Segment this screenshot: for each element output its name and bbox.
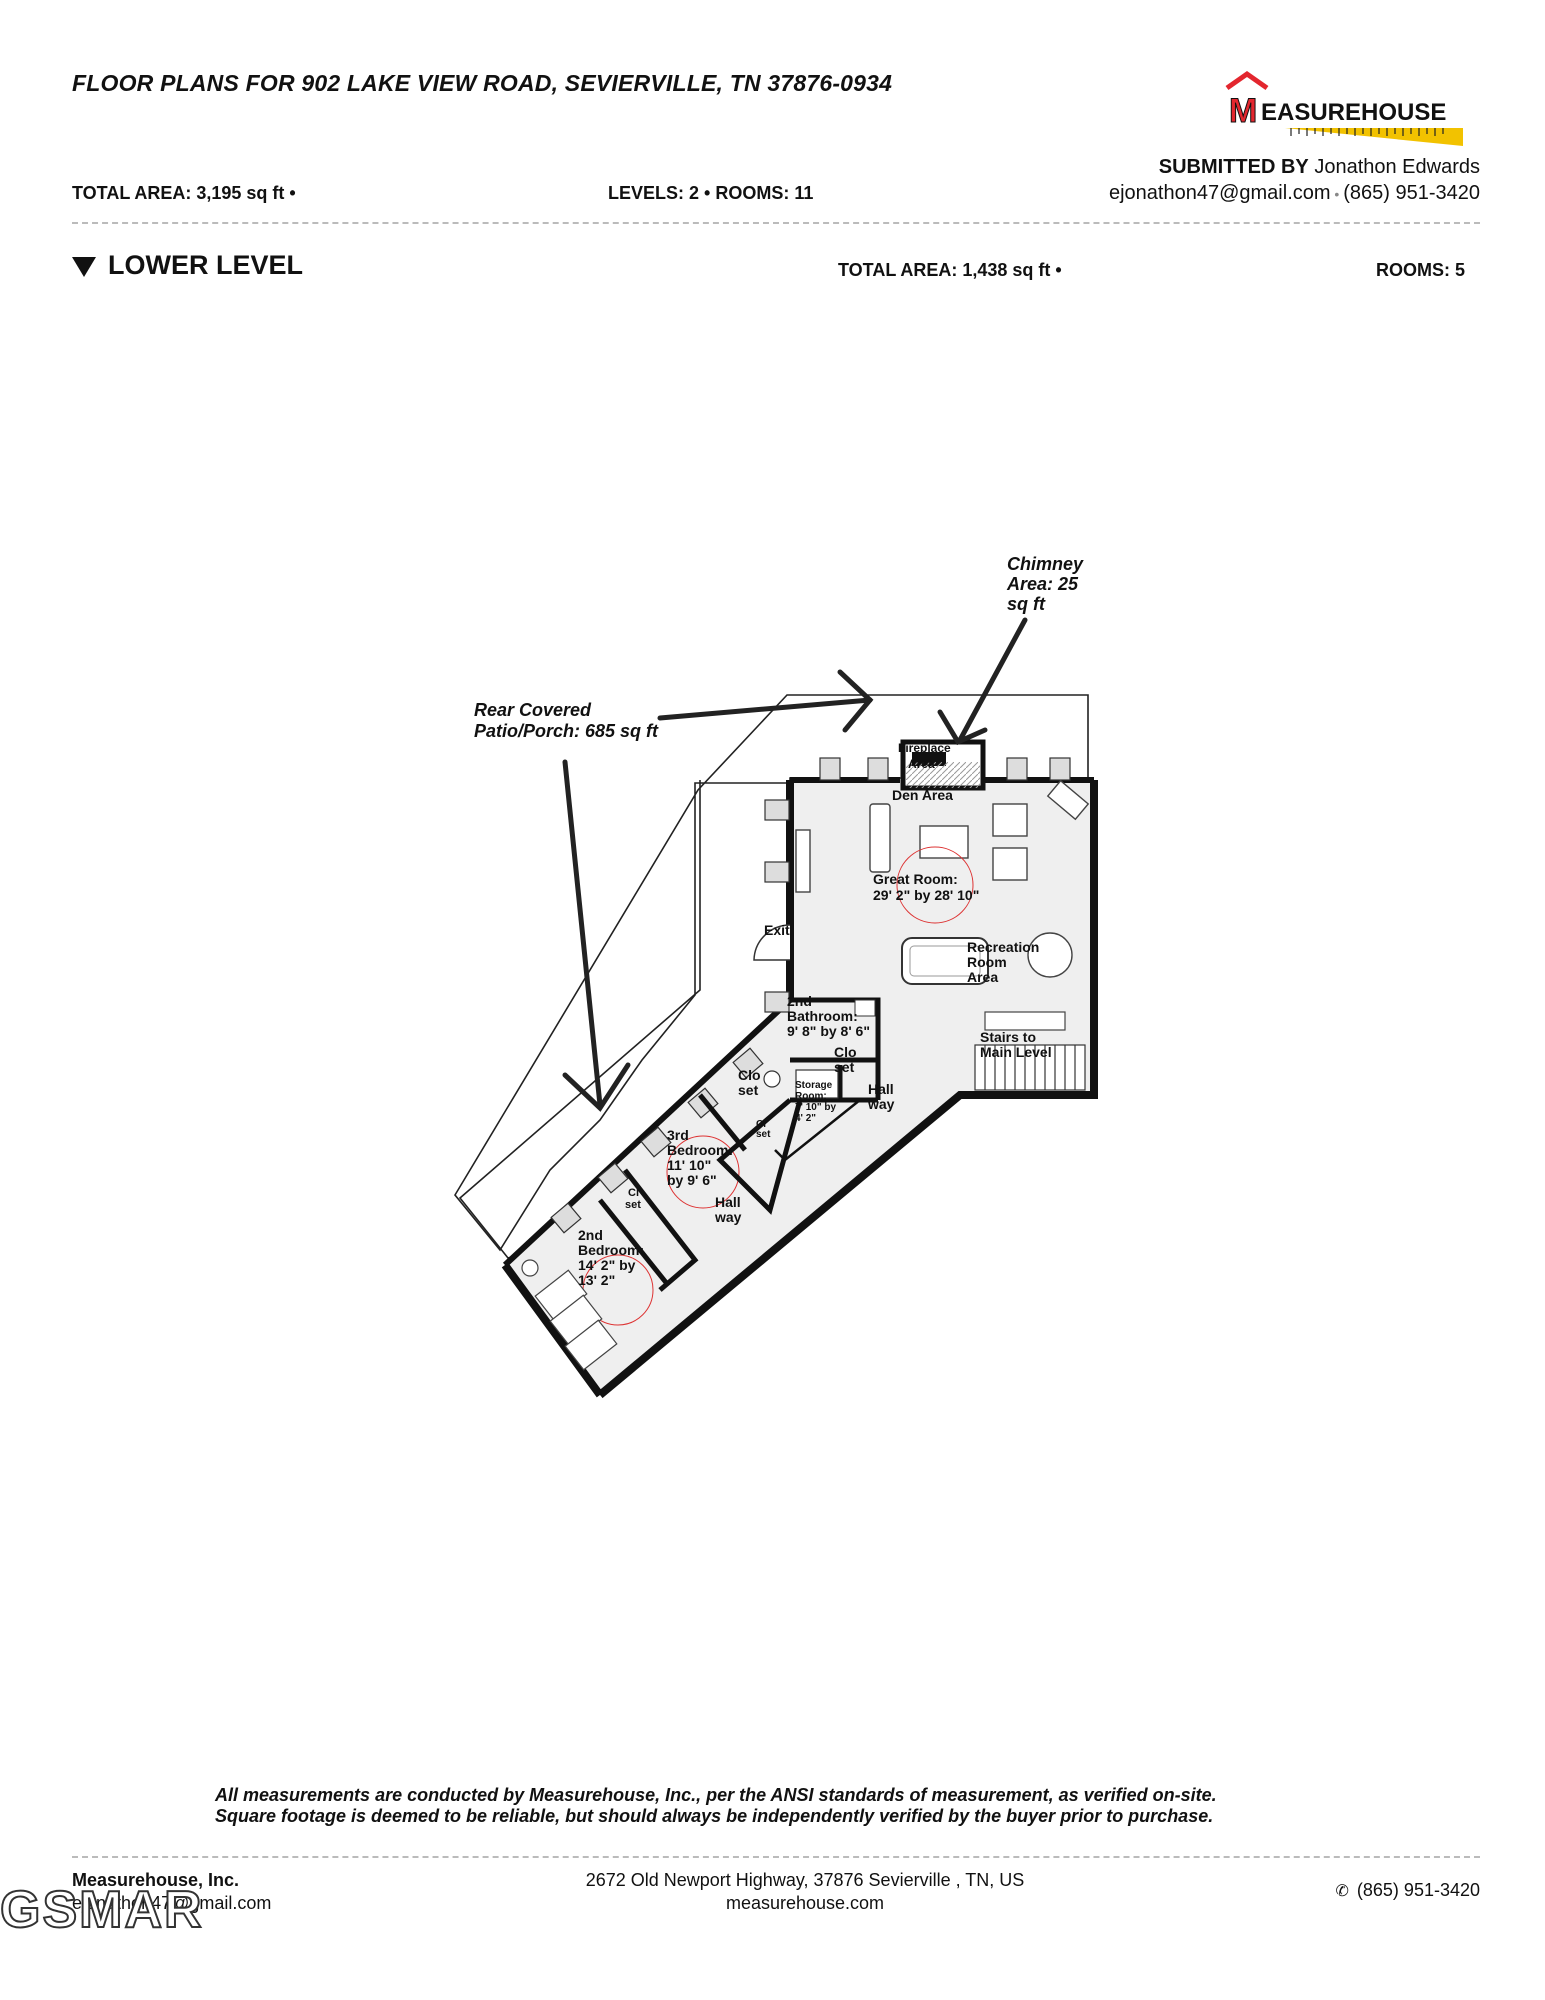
closet-b-label-2: set [625, 1199, 641, 1211]
bathroom-dimensions: 9' 8" by 8' 6" [787, 1023, 870, 1039]
recreation-label-2: Room [967, 954, 1007, 970]
logo-wordmark: EASUREHOUSE [1261, 99, 1446, 126]
submitted-label: SUBMITTED BY [1158, 156, 1309, 178]
room-markers [582, 846, 974, 1326]
measurehouse-logo: M EASUREHOUSE [1225, 70, 1475, 150]
submitter-name: Jonathon Edwards [1314, 156, 1480, 178]
submitter-phone[interactable]: (865) 951-3420 [1343, 182, 1480, 204]
submitter-email[interactable]: ejonathon47@gmail.com [1108, 182, 1331, 204]
storage-label-2: Room: [795, 1091, 827, 1102]
bedroom-2-dimensions-2: 13' 2" [578, 1272, 615, 1288]
fireplace-label: Fireplace [898, 741, 951, 755]
disclaimer-line-2: Square footage is deemed to be reliable,… [215, 1806, 1214, 1826]
recreation-label-3: Area [967, 969, 998, 985]
header-divider [72, 222, 1480, 224]
bedroom-3-dimensions-1: 11' 10" [667, 1157, 711, 1173]
bedroom-2-label-2: Bedroom: [578, 1242, 644, 1258]
hallway-1-label-1: Hall [868, 1081, 894, 1097]
page-title: FLOOR PLANS FOR 902 LAKE VIEW ROAD, SEVI… [72, 70, 893, 96]
footer-company: Measurehouse, Inc. [72, 1870, 240, 1890]
exit-door [753, 924, 791, 961]
patio-label-2: Patio/Porch: 685 sq ft [474, 721, 659, 741]
toilet-icon [763, 1070, 781, 1088]
stairs-label-1: Stairs to [980, 1029, 1036, 1045]
bedroom-2-dimensions-1: 14' 2" by [578, 1257, 636, 1273]
closet-label-1: Clo [738, 1067, 761, 1083]
fireplace-area-label: Area [908, 757, 935, 771]
storage-label-4: 4' 2" [795, 1113, 816, 1124]
recreation-label-1: Recreation [967, 939, 1039, 955]
exit-label: Exit [764, 922, 790, 938]
closet-a-label-2: set [834, 1059, 855, 1075]
exterior-wall [501, 780, 1098, 1399]
stairs-label-2: Main Level [980, 1044, 1052, 1060]
phone-icon: ✆ [1335, 1883, 1349, 1900]
submitted-by: SUBMITTED BY Jonathon Edwards [1159, 156, 1480, 179]
disclaimer: All measurements are conducted by Measur… [215, 1785, 1415, 1827]
patio-label-1: Rear Covered [474, 700, 592, 720]
den-furniture [795, 779, 1090, 893]
footer-website[interactable]: measurehouse.com [725, 1893, 885, 1913]
bedroom-2-furniture [521, 1259, 618, 1371]
level-total-area: TOTAL AREA: 1,438 sq ft • [838, 260, 1062, 280]
great-room-label: Great Room: [873, 871, 958, 887]
chimney-label-3: sq ft [1007, 594, 1046, 614]
bathroom-label-1: 2nd [787, 993, 812, 1009]
watermark-logo: GSMAR [0, 1880, 204, 1940]
levels-rooms: LEVELS: 2 • ROOMS: 11 [608, 183, 814, 203]
level-title: LOWER LEVEL [72, 250, 303, 281]
hallway-2-label-1: Hall [715, 1194, 741, 1210]
small-closet-label-2: set [756, 1129, 771, 1140]
bathroom-label-2: Bathroom: [787, 1008, 858, 1024]
window-row-left [764, 799, 790, 1013]
footer-email[interactable]: ejonathon47@gmail.com [72, 1893, 272, 1913]
submitter-contact: ejonathon47@gmail.com • (865) 951-3420 [1108, 182, 1480, 204]
hallway-1-label-2: way [867, 1096, 895, 1112]
footer-address: 2672 Old Newport Highway, 37876 Seviervi… [585, 1870, 1025, 1890]
hallway-2-label-2: way [714, 1209, 742, 1225]
footer-phone-group[interactable]: ✆ (865) 951-3420 [1336, 1880, 1481, 1901]
window-row-top [819, 757, 1071, 781]
den-area-label: Den Area [892, 787, 953, 803]
bedroom-2-label-1: 2nd [578, 1227, 603, 1243]
storage-label-3: 7' 10" by [795, 1102, 836, 1113]
closet-label-2: set [738, 1082, 759, 1098]
level-rooms: ROOMS: 5 [1376, 260, 1466, 280]
bedroom-3-label-2: Bedroom: [667, 1142, 733, 1158]
chimney-label-1: Chimney [1007, 554, 1084, 574]
disclaimer-line-1: All measurements are conducted by Measur… [215, 1785, 1217, 1805]
storage-label-1: Storage [795, 1080, 833, 1091]
counter [984, 1011, 1066, 1031]
plan-annotations: Chimney Area: 25 sq ft Rear Covered Pati… [474, 554, 1084, 741]
small-closet-label-1: Cl [756, 1119, 766, 1130]
footer-phone: (865) 951-3420 [1356, 1880, 1480, 1900]
stairs [974, 1044, 1086, 1091]
total-area: TOTAL AREA: 3,195 sq ft • [72, 183, 296, 203]
annotation-arrows [562, 617, 1028, 1112]
chimney-label-2: Area: 25 [1006, 574, 1079, 594]
closet-b-label-1: Cl [628, 1187, 639, 1199]
room-labels: Fireplace Area Den Area Great Room: 29' … [578, 741, 1052, 1288]
logo-letter-m: M [1229, 92, 1257, 130]
bedroom-3-label-1: 3rd [667, 1127, 689, 1143]
shower-icon [795, 1069, 839, 1099]
footer-divider [72, 1856, 1480, 1858]
pool-table [901, 937, 989, 985]
bedroom-3-dimensions-2: by 9' 6" [667, 1172, 717, 1188]
collapse-triangle-icon[interactable] [72, 256, 96, 277]
window-row-diagonal [550, 1047, 764, 1234]
closet-a-label-1: Clo [834, 1044, 857, 1060]
interior-walls [598, 997, 881, 1292]
great-room-dimensions: 29' 2" by 28' 10" [873, 887, 979, 903]
round-table [1027, 932, 1073, 978]
level-name: LOWER LEVEL [108, 250, 303, 280]
